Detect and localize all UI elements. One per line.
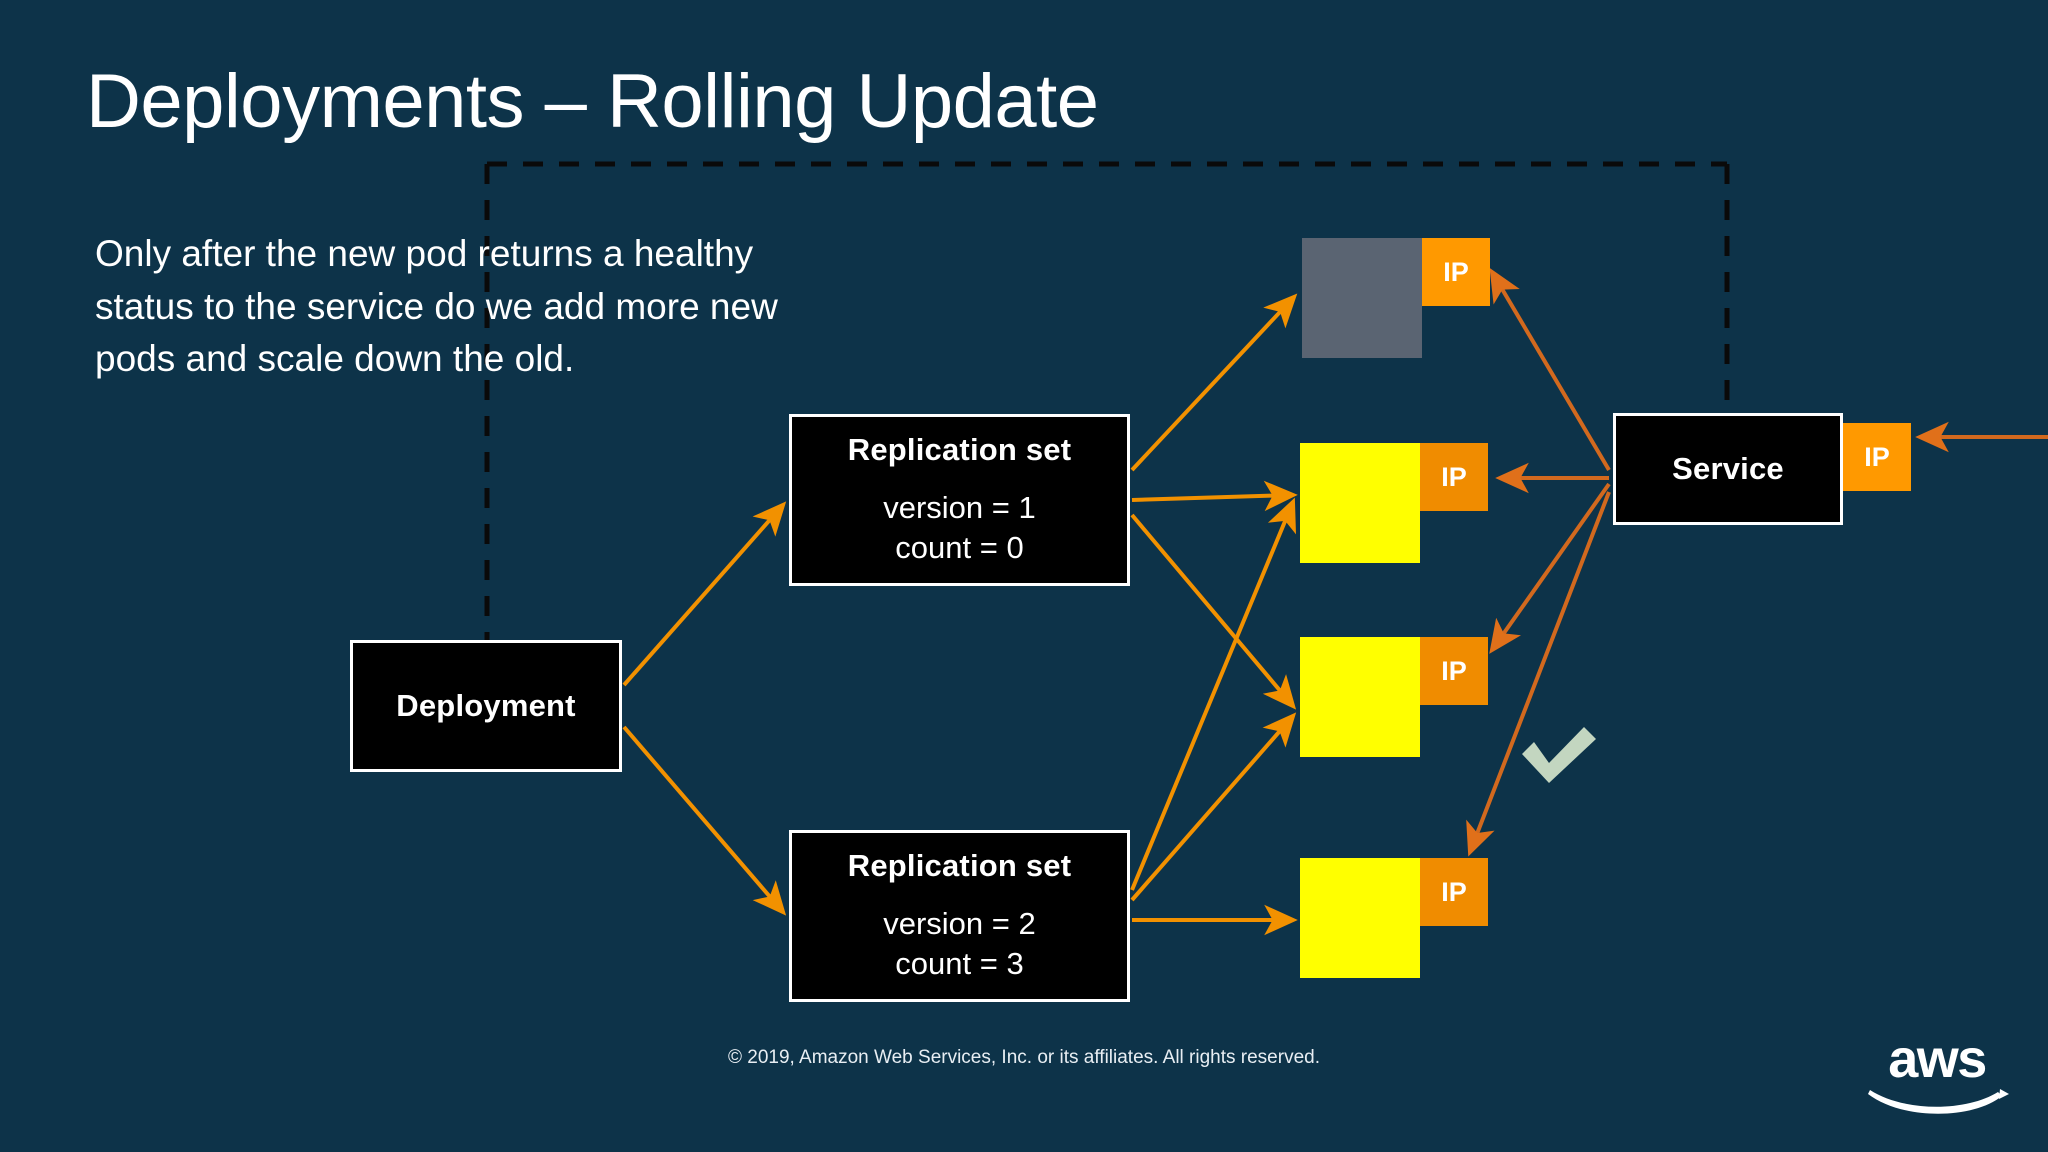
replication-set-node-2[interactable]: Replication set version = 2 count = 3 <box>789 830 1130 1002</box>
replication-set-1-details: version = 1 count = 0 <box>883 488 1036 567</box>
replication-set-1-title: Replication set <box>847 432 1072 468</box>
service-label: Service <box>1672 451 1784 486</box>
replication-set-node-1[interactable]: Replication set version = 1 count = 0 <box>789 414 1130 586</box>
pod-4-ip-label: IP <box>1441 876 1467 907</box>
replication-set-1-version: version = 1 <box>883 490 1036 526</box>
pod-3-ip-label: IP <box>1441 655 1467 686</box>
replication-set-2-version: version = 2 <box>883 906 1036 942</box>
pod-1-terminating[interactable] <box>1302 238 1422 358</box>
replication-set-2-details: version = 2 count = 3 <box>883 904 1036 983</box>
deployment-label: Deployment <box>396 688 576 723</box>
body-paragraph: Only after the new pod returns a healthy… <box>95 233 778 380</box>
pod-1-ip-label: IP <box>1443 256 1469 287</box>
pod-2-ip-label: IP <box>1441 461 1467 492</box>
replication-set-1-count: count = 0 <box>895 530 1024 565</box>
aws-wordmark: aws <box>1888 1029 1987 1089</box>
check-icon <box>1522 727 1596 783</box>
service-node[interactable]: Service <box>1613 413 1843 525</box>
pod-2-ip-badge[interactable]: IP <box>1420 443 1488 511</box>
pod-3-ip-badge[interactable]: IP <box>1420 637 1488 705</box>
service-ip-badge[interactable]: IP <box>1843 423 1911 491</box>
aws-smile-icon <box>1868 1089 2009 1114</box>
footer-copyright: © 2019, Amazon Web Services, Inc. or its… <box>727 1047 1320 1068</box>
pod-2-running[interactable] <box>1300 443 1420 563</box>
pod-3-running[interactable] <box>1300 637 1420 757</box>
aws-logo: aws <box>1862 1032 2012 1118</box>
pod-4-ip-badge[interactable]: IP <box>1420 858 1488 926</box>
replication-set-2-count: count = 3 <box>895 946 1024 981</box>
pod-4-running[interactable] <box>1300 858 1420 978</box>
service-ip-label: IP <box>1864 441 1890 472</box>
replication-set-2-title: Replication set <box>847 848 1072 884</box>
deployment-node[interactable]: Deployment <box>350 640 622 772</box>
pod-1-ip-badge[interactable]: IP <box>1422 238 1490 306</box>
page-title: Deployments – Rolling Update <box>86 59 1099 144</box>
